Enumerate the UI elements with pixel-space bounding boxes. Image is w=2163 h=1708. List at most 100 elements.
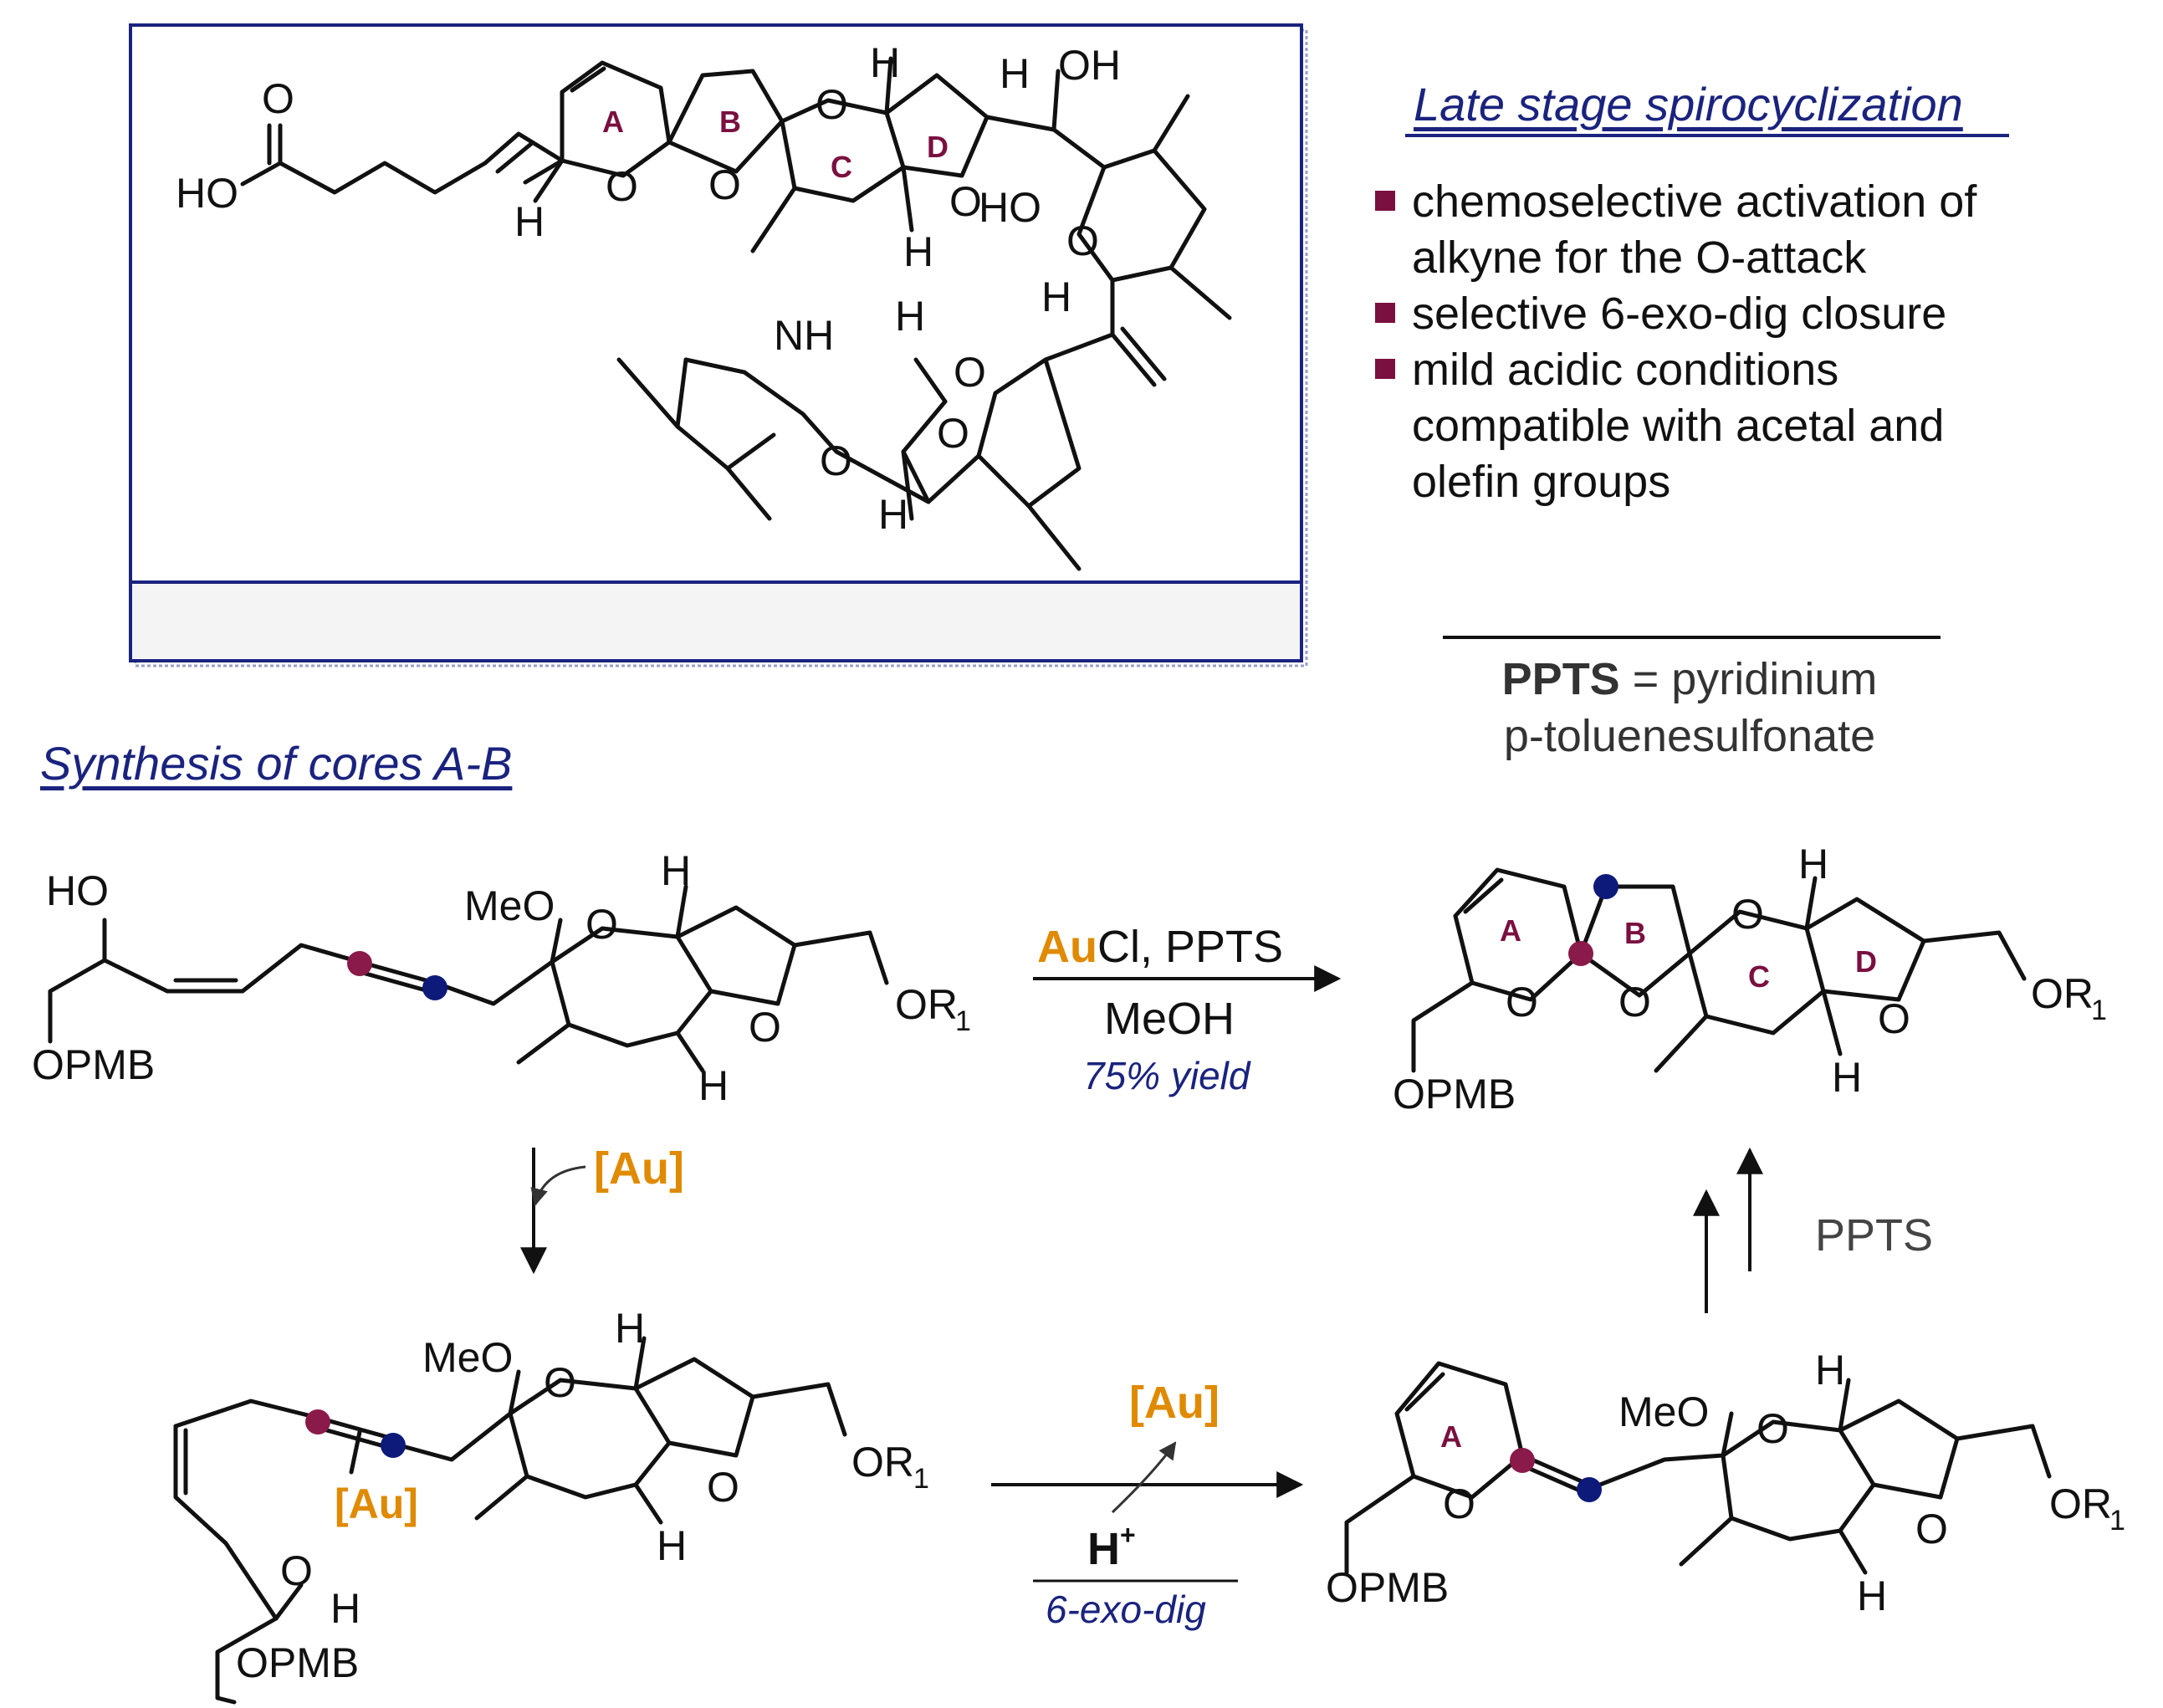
atom-o: O <box>544 1359 576 1406</box>
atom-o: O <box>1443 1480 1475 1527</box>
yield-text: 75% yield <box>1083 1054 1251 1097</box>
proton-charge: + <box>1120 1520 1136 1550</box>
gold-au-text: Au <box>1037 922 1097 972</box>
ring-label-a: A <box>1440 1419 1462 1454</box>
atom-meo: MeO <box>464 882 555 929</box>
atom-o: O <box>949 178 982 225</box>
atom-o: O <box>954 349 986 396</box>
intermediate-2-labels: A O MeO O H O H OPMB OR 1 <box>1326 1347 2125 1619</box>
ring-label-b: B <box>1624 916 1646 950</box>
feature-list: chemoselective activation of alkyne for … <box>1372 174 2125 510</box>
reactant-labels: HO OPMB MeO O H O H OR 1 <box>32 847 971 1109</box>
ppts-text: PPTS <box>1815 1210 1933 1261</box>
main-conditions: AuCl, PPTS MeOH 75% yield <box>1037 922 1283 1097</box>
ring-label-a: A <box>1500 913 1521 948</box>
bottom-arrow <box>991 1441 1304 1583</box>
atom-ho: HO <box>176 170 238 217</box>
proton-text: H <box>1087 1524 1120 1574</box>
atom-h: H <box>657 1522 687 1569</box>
product-molecule <box>1411 867 2027 1073</box>
atom-h: H <box>1041 274 1071 320</box>
reactant-dots <box>347 951 447 1000</box>
ring-label-a: A <box>602 105 624 139</box>
ppts-abbr: PPTS <box>1501 654 1620 704</box>
atom-h: H <box>1857 1572 1887 1619</box>
atom-h: H <box>1000 50 1030 97</box>
atom-h: H <box>903 228 933 275</box>
atom-meo: MeO <box>422 1334 513 1381</box>
atom-opmb: OPMB <box>236 1639 359 1686</box>
feature-item: chemoselective activation of alkyne for … <box>1372 174 2125 286</box>
feature-line: alkyne for the O-attack <box>1412 233 1867 283</box>
bullet-square-icon <box>1375 359 1395 379</box>
cl-ppts-text: Cl, PPTS <box>1097 922 1283 972</box>
ppts-definition: PPTS = pyridinium p-toluenesulfonate <box>1422 651 1957 765</box>
atom-ho: HO <box>46 867 109 914</box>
svg-text:H+: H+ <box>1087 1520 1136 1574</box>
atom-or: OR <box>895 981 958 1028</box>
atom-o: O <box>1066 217 1099 264</box>
target-molecule-labels: O HO H O O O H O H H OH HO O H NH H O O … <box>176 39 1121 538</box>
au-catalyst-text: [Au] <box>594 1143 684 1194</box>
ring-label-c: C <box>1748 959 1770 994</box>
bottom-conditions: [Au] H+ 6-exo-dig <box>1046 1378 1220 1631</box>
atom-o: O <box>606 163 638 210</box>
atom-or: OR <box>851 1439 914 1486</box>
atom-h: H <box>1832 1054 1862 1101</box>
atom-h: H <box>661 847 691 894</box>
feature-item: selective 6-exo-dig closure <box>1372 286 2125 342</box>
atom-o: O <box>280 1547 313 1594</box>
atom-o: O <box>708 161 741 208</box>
feature-line: compatible with acetal and <box>1412 401 1945 451</box>
atom-h: H <box>698 1062 729 1109</box>
feature-item: mild acidic conditions compatible with a… <box>1372 342 2125 510</box>
atom-meo: MeO <box>1618 1388 1709 1435</box>
cyclization-text: 6-exo-dig <box>1046 1588 1206 1631</box>
atom-h: H <box>615 1305 645 1352</box>
atom-o: O <box>1731 891 1764 938</box>
atom-h: H <box>514 198 545 245</box>
down-arrow <box>520 1148 586 1275</box>
atom-or: OR <box>2049 1480 2112 1527</box>
atom-o: O <box>707 1464 739 1511</box>
solvent-text: MeOH <box>1104 994 1235 1044</box>
atom-subscript: 1 <box>2109 1505 2125 1537</box>
atom-nh: NH <box>774 312 834 359</box>
late-stage-underline <box>1405 134 2009 137</box>
intermediate-1-labels: MeO O H O H OR 1 [Au] O H OPMB <box>236 1305 929 1686</box>
target-molecule-box <box>129 23 1308 667</box>
atom-o: O <box>749 1004 781 1051</box>
atom-o: O <box>1756 1405 1789 1452</box>
intermediate-1-dots <box>305 1409 406 1458</box>
target-molecule <box>240 56 1232 571</box>
atom-opmb: OPMB <box>1393 1071 1516 1117</box>
atom-ho: HO <box>979 184 1041 231</box>
synthesis-header: Synthesis of cores A-B <box>40 737 513 790</box>
atom-subscript: 1 <box>2091 995 2107 1026</box>
bullet-square-icon <box>1375 191 1395 211</box>
atom-o: O <box>1618 979 1651 1025</box>
atom-o: O <box>1506 979 1538 1025</box>
up-arrows <box>1693 1147 1763 1313</box>
svg-text:AuCl, PPTS: AuCl, PPTS <box>1037 922 1283 972</box>
ring-label-c: C <box>831 150 852 184</box>
atom-o: O <box>1878 995 1910 1042</box>
atom-subscript: 1 <box>955 1005 971 1037</box>
atom-opmb: OPMB <box>32 1041 155 1088</box>
atom-o: O <box>585 901 618 948</box>
atom-o: O <box>1915 1506 1948 1552</box>
atom-h: H <box>895 293 925 340</box>
ring-label-d: D <box>927 130 949 164</box>
atom-o: O <box>937 410 969 457</box>
bullet-square-icon <box>1375 303 1395 323</box>
late-stage-header: Late stage spirocyclization <box>1414 78 1963 130</box>
feature-line: selective 6-exo-dig closure <box>1412 289 1947 339</box>
atom-h: H <box>330 1585 360 1632</box>
atom-subscript: 1 <box>913 1463 929 1495</box>
au-complex-text: [Au] <box>335 1480 418 1527</box>
ppts-def-line2: p-toluenesulfonate <box>1503 711 1876 761</box>
ring-label-b: B <box>719 105 741 139</box>
atom-h: H <box>878 491 908 538</box>
au-release-text: [Au] <box>1129 1378 1220 1428</box>
